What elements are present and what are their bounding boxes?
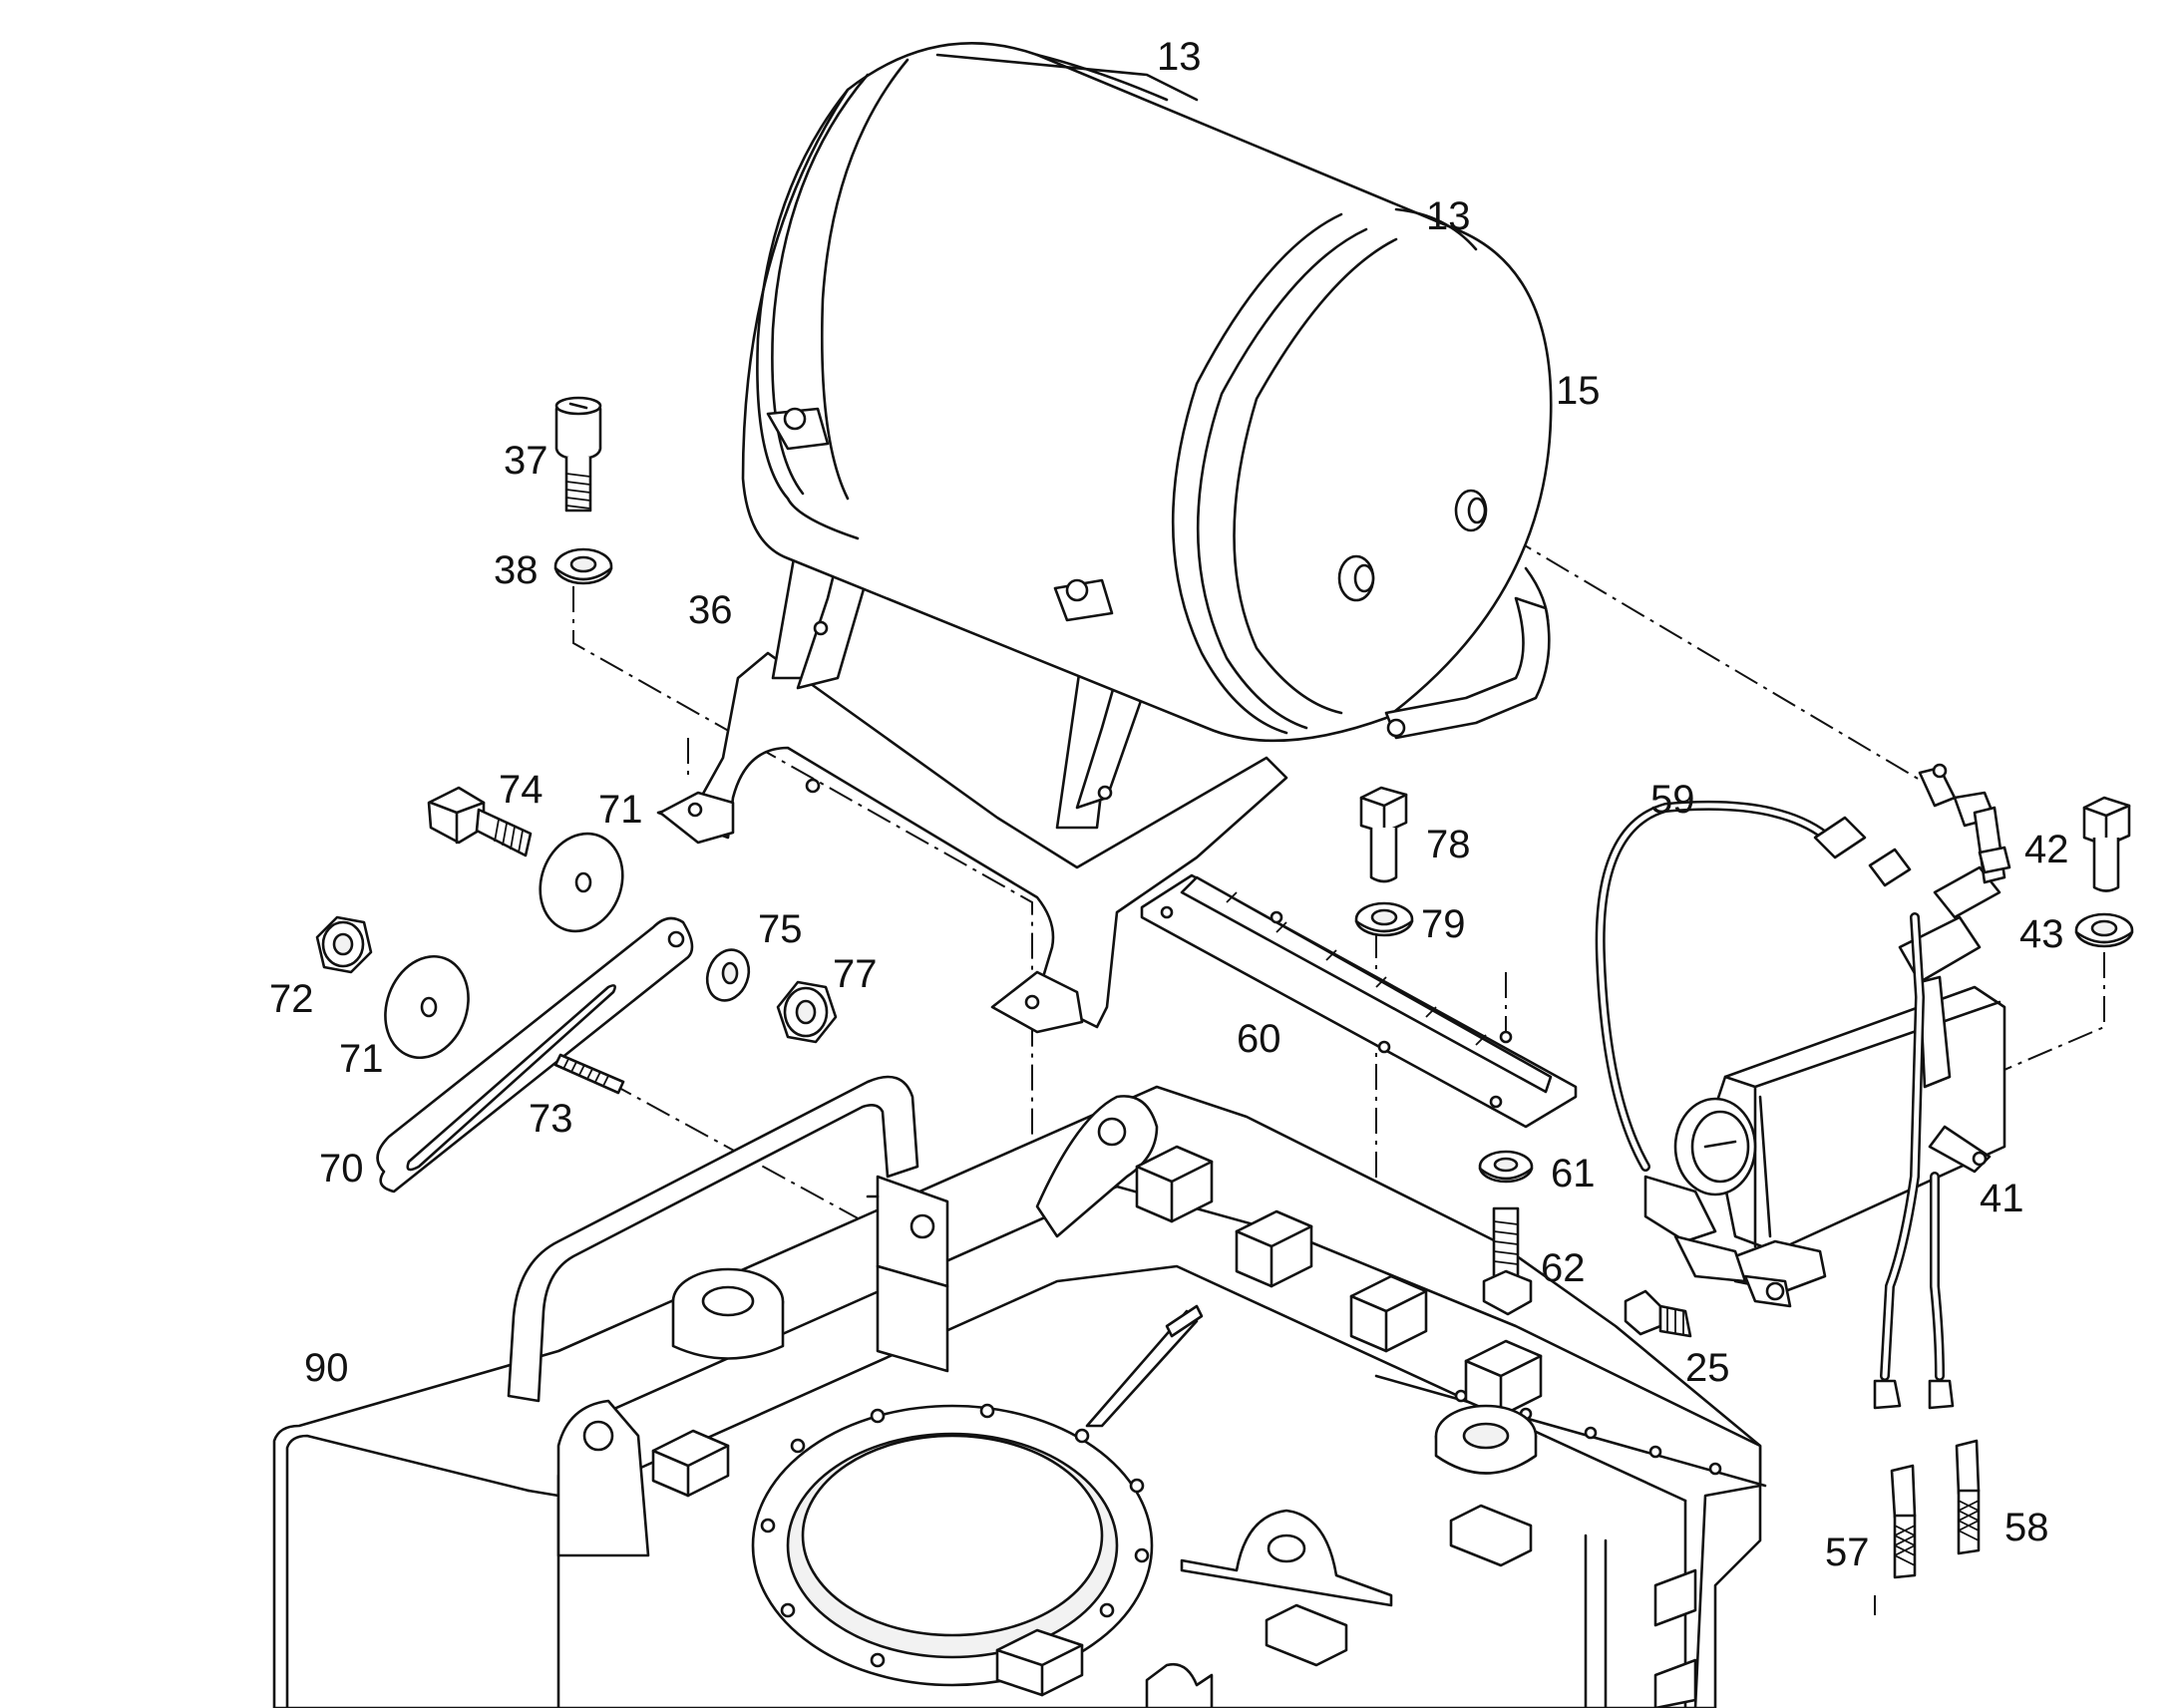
- fitting-57: [1890, 1464, 1917, 1579]
- washer-61: [1478, 1150, 1534, 1184]
- callout-60: 60: [1237, 1017, 1281, 1061]
- valve-assembly-41: [1643, 763, 2011, 1410]
- callout-37: 37: [504, 439, 548, 483]
- washer-38: [553, 547, 613, 585]
- callout-59: 59: [1650, 778, 1695, 822]
- fitting-58: [1955, 1439, 1981, 1555]
- callout-71-lower: 71: [339, 1037, 384, 1081]
- pillow-bracket: [1180, 1509, 1393, 1607]
- callout-25: 25: [1685, 1346, 1730, 1390]
- callout-72: 72: [269, 977, 314, 1021]
- callout-15: 15: [1556, 369, 1601, 413]
- hex-bolt-42: [2082, 796, 2131, 892]
- socket-screw-37: [554, 396, 602, 512]
- fitting-25: [1624, 1289, 1692, 1338]
- callout-13-lower: 13: [1426, 194, 1471, 238]
- callout-41: 41: [1980, 1177, 2024, 1220]
- callout-61: 61: [1551, 1152, 1596, 1196]
- callout-71-upper: 71: [598, 788, 643, 832]
- lock-nut-77: [776, 980, 838, 1044]
- small-flange: [671, 1267, 785, 1360]
- hex-bolt-78: [1359, 786, 1408, 883]
- lock-nut-72: [315, 915, 373, 974]
- callout-labels: 13 13 15 37 38 36 74 71 75 77 72 71 70 7…: [269, 35, 2069, 1574]
- washer-43: [2074, 912, 2134, 948]
- dipstick: [1085, 1304, 1204, 1428]
- callout-43: 43: [2019, 912, 2064, 956]
- callout-13-upper: 13: [1157, 35, 1202, 79]
- threaded-stud-73: [553, 1053, 625, 1095]
- callout-90: 90: [304, 1346, 349, 1390]
- filler-ring: [751, 1403, 1154, 1687]
- washer-79: [1354, 901, 1414, 937]
- callout-70: 70: [319, 1147, 364, 1191]
- hose-59: [1595, 800, 1912, 1172]
- hex-bolt-74: [427, 786, 533, 857]
- callout-57: 57: [1825, 1531, 1870, 1574]
- callout-38: 38: [494, 548, 539, 592]
- callout-62: 62: [1541, 1246, 1586, 1290]
- adjustment-link-70: [376, 916, 694, 1194]
- callout-36: 36: [688, 588, 733, 632]
- tank-right-foot: [1384, 596, 1551, 740]
- air-tank-13-15: [741, 42, 1553, 743]
- washer-71-lower: [384, 954, 470, 1060]
- washer-71-upper: [539, 832, 624, 933]
- callout-79: 79: [1421, 902, 1466, 946]
- callout-74: 74: [499, 768, 544, 812]
- mounting-blocks: [651, 1145, 1697, 1708]
- ring-nut: [1434, 1404, 1538, 1475]
- callout-58: 58: [2004, 1506, 2049, 1549]
- callout-78: 78: [1426, 823, 1471, 866]
- hinge-60: [1140, 873, 1578, 1129]
- callout-77: 77: [833, 952, 878, 996]
- tank-handle-tube: [507, 1075, 949, 1403]
- callout-42: 42: [2024, 828, 2069, 871]
- callout-73: 73: [529, 1097, 573, 1141]
- callout-75: 75: [758, 907, 803, 951]
- washer-75: [705, 948, 751, 1002]
- hex-bolt-62: [1482, 1206, 1533, 1316]
